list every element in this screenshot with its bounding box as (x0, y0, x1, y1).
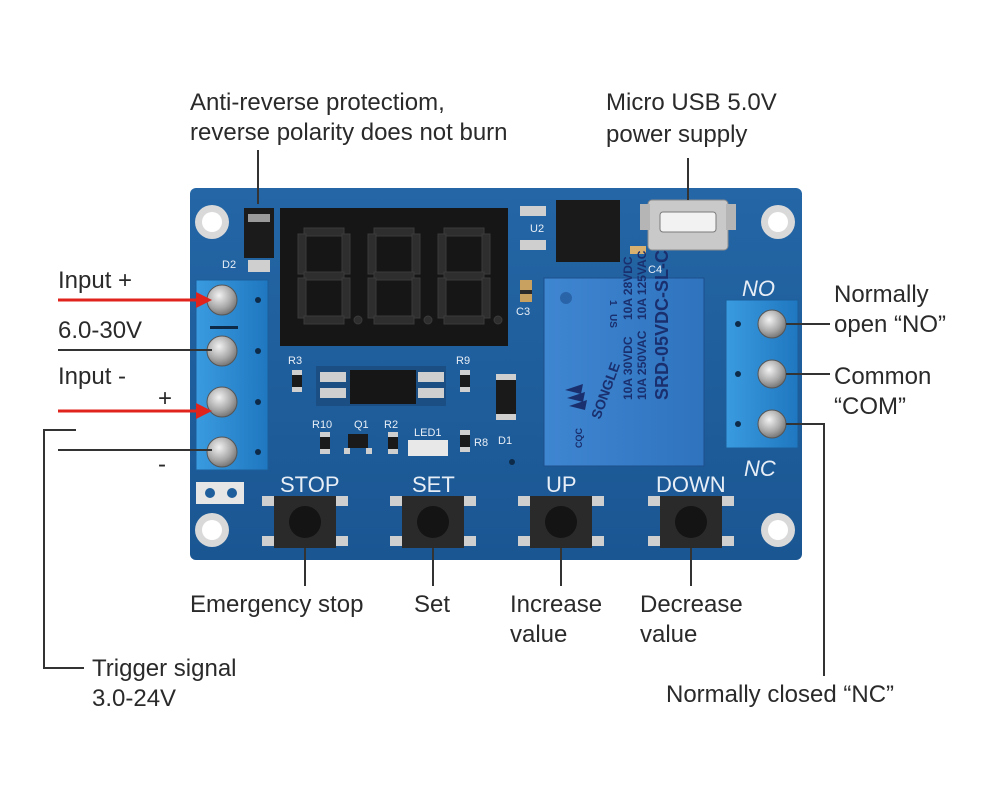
silk-led1: LED1 (414, 427, 442, 439)
label-common-2: “COM” (834, 393, 906, 420)
capacitor-c3: C3 (516, 280, 532, 318)
relay-mark-cqc: CQC (574, 428, 584, 449)
button-label-down: DOWN (656, 472, 726, 497)
label-trigger-minus: - (158, 451, 166, 478)
relay-module: 1 US SRD-05VDC-SL-C 10A 250VAC 10A 30VDC… (543, 250, 705, 467)
label-decrease-1: Decrease (640, 591, 743, 618)
button-down[interactable]: DOWN (648, 472, 734, 548)
label-decrease-2: value (640, 621, 698, 648)
seven-segment-display (280, 208, 508, 346)
silk-r10: R10 (312, 419, 332, 431)
silk-d1: D1 (498, 435, 512, 447)
diode-d2: D2 (222, 208, 274, 272)
svg-text:U2: U2 (530, 223, 544, 235)
red-arrows (58, 292, 212, 419)
relay-rating-4: 10A 28VDC (621, 256, 635, 320)
relay-rating-1: 10A 250VAC (635, 330, 649, 400)
button-label-set: SET (412, 472, 455, 497)
svg-text:C4: C4 (648, 264, 662, 276)
label-usb-2: power supply (606, 121, 748, 148)
silk-q1: Q1 (354, 419, 369, 431)
silk-r2: R2 (384, 419, 398, 431)
terminal-label-nc: NC (744, 456, 776, 481)
label-common-1: Common (834, 363, 932, 390)
terminal-label-no: NO (742, 276, 775, 301)
label-voltage-range: 6.0-30V (58, 317, 143, 344)
button-label-stop: STOP (280, 472, 340, 497)
label-trigger-signal-1: Trigger signal (92, 655, 237, 682)
label-anti-reverse-1: Anti-reverse protectiom, (190, 89, 445, 116)
smd-components: R3 R9 D1 R10 Q1 R2 LED1 R8 (288, 355, 516, 465)
button-label-up: UP (546, 472, 577, 497)
svg-text:D2: D2 (222, 259, 236, 271)
label-emergency-stop: Emergency stop (190, 591, 364, 618)
relay-mark-1: 1 (607, 300, 618, 306)
button-stop[interactable]: STOP (262, 472, 348, 548)
relay-mark-us: US (607, 314, 618, 328)
label-normally-closed: Normally closed “NC” (666, 681, 895, 708)
label-trigger-plus: + (158, 385, 173, 412)
input-terminal-block (195, 279, 269, 471)
silk-r8: R8 (474, 437, 488, 449)
silk-r3: R3 (288, 355, 302, 367)
label-trigger-signal-2: 3.0-24V (92, 685, 177, 712)
label-set: Set (414, 591, 451, 618)
micro-usb-port: C4 (630, 199, 736, 276)
regulator-u2: U2 (520, 200, 620, 262)
relay-logo (565, 384, 587, 410)
label-anti-reverse-2: reverse polarity does not burn (190, 119, 508, 146)
button-up[interactable]: UP (518, 472, 604, 548)
label-input-minus: Input - (58, 363, 127, 390)
label-normally-open-2: open “NO” (834, 311, 947, 338)
relay-rating-2: 10A 30VDC (621, 336, 635, 400)
button-set[interactable]: SET (390, 472, 476, 548)
mounting-holes (195, 205, 795, 547)
label-usb-1: Micro USB 5.0V (606, 89, 777, 116)
label-increase-1: Increase (510, 591, 603, 618)
relay-model: SRD-05VDC-SL-C (652, 250, 672, 400)
leader-lines (43, 150, 830, 676)
label-increase-2: value (510, 621, 568, 648)
label-normally-open-1: Normally (834, 281, 929, 308)
silk-r9: R9 (456, 355, 470, 367)
svg-text:C3: C3 (516, 306, 530, 318)
relay-rating-3: 10A 125VAC (635, 250, 649, 320)
label-input-plus: Input + (58, 267, 133, 294)
trigger-pads (196, 482, 244, 504)
